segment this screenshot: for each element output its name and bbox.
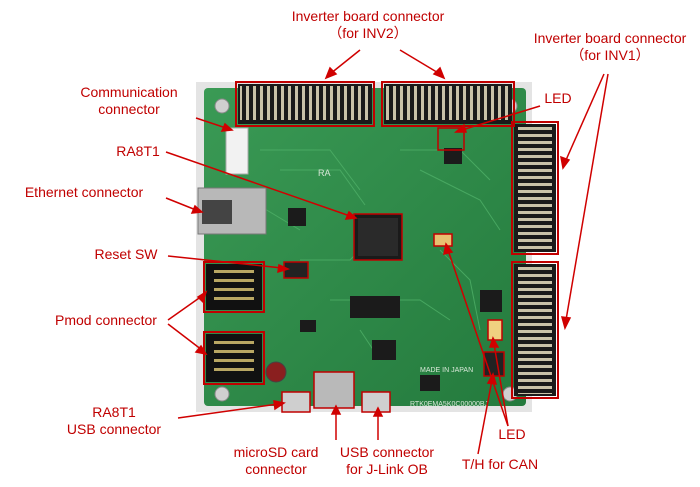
- inv2-highlight-right: [381, 81, 515, 127]
- inv1-header-bottom-pins: [518, 266, 552, 394]
- label-inverter-inv2-line1: Inverter board connector: [291, 8, 445, 24]
- label-inverter-inv1: Inverter board connector （for INV1）: [520, 30, 700, 64]
- inv2-highlight-left: [235, 81, 375, 127]
- label-microsd-connector: microSD card connector: [226, 444, 326, 478]
- label-reset-sw: Reset SW: [94, 246, 158, 262]
- label-usb-jlink-line2: for J-Link OB: [346, 461, 428, 477]
- reset-switch: [283, 261, 309, 279]
- label-communication-line2: connector: [98, 101, 160, 117]
- label-microsd-line1: microSD card: [233, 444, 319, 460]
- pmod-highlight-bottom: [203, 331, 265, 385]
- mount-hole: [214, 98, 230, 114]
- communication-connector: [225, 127, 249, 175]
- silk-made-in: MADE IN JAPAN: [420, 367, 473, 374]
- label-inverter-inv1-line1: Inverter board connector: [533, 30, 687, 46]
- label-usb-jlink: USB connector for J-Link OB: [332, 444, 442, 478]
- label-communication-connector: Communication connector: [64, 84, 194, 118]
- label-microsd-line2: connector: [245, 461, 307, 477]
- silk-brand: RA: [318, 168, 331, 178]
- label-ra8t1-usb-line1: RA8T1: [92, 404, 136, 420]
- inv1-highlight-top: [511, 121, 559, 255]
- inv1-header-top-pins: [518, 126, 552, 250]
- mount-hole: [214, 386, 230, 402]
- capacitor: [265, 361, 287, 383]
- label-inverter-inv2: Inverter board connector （for INV2）: [268, 8, 468, 42]
- microsd-connector: [313, 371, 355, 409]
- label-communication-line1: Communication: [80, 84, 178, 100]
- ethernet-port: [202, 200, 232, 224]
- annotation-arrows: [165, 49, 609, 455]
- inv1-highlight-bottom: [511, 261, 559, 399]
- label-inverter-inv1-line2: （for INV1）: [570, 47, 650, 63]
- label-pmod-connector: Pmod connector: [55, 312, 157, 328]
- led-top-box: [437, 127, 465, 151]
- label-ethernet-connector: Ethernet connector: [24, 184, 144, 200]
- ra8t1-usb-connector: [281, 391, 311, 413]
- label-led-bottom: LED: [498, 426, 526, 442]
- label-led-top: LED: [544, 90, 572, 106]
- led-bottom-box: [487, 319, 503, 341]
- label-inverter-inv2-line2: （for INV2）: [328, 25, 408, 41]
- led-middle-box: [433, 233, 453, 247]
- inv2-header-left-pins: [240, 86, 370, 120]
- pmod-highlight-top: [203, 261, 265, 313]
- label-ra8t1-usb-line2: USB connector: [66, 421, 162, 437]
- label-ra8t1-usb-connector: RA8T1 USB connector: [54, 404, 174, 438]
- usb-jlink-connector: [361, 391, 391, 413]
- label-th-for-can: T/H for CAN: [461, 456, 539, 472]
- misc-chips: [288, 148, 502, 391]
- ra8t1-mcu-die: [358, 218, 398, 256]
- silk-part-number: RTK0EMA5K0C00000BJ: [410, 401, 488, 408]
- pmod-pins: [214, 270, 254, 371]
- label-ra8t1: RA8T1: [116, 143, 160, 159]
- inv2-header-right-pins: [386, 86, 510, 120]
- label-usb-jlink-line1: USB connector: [339, 444, 435, 460]
